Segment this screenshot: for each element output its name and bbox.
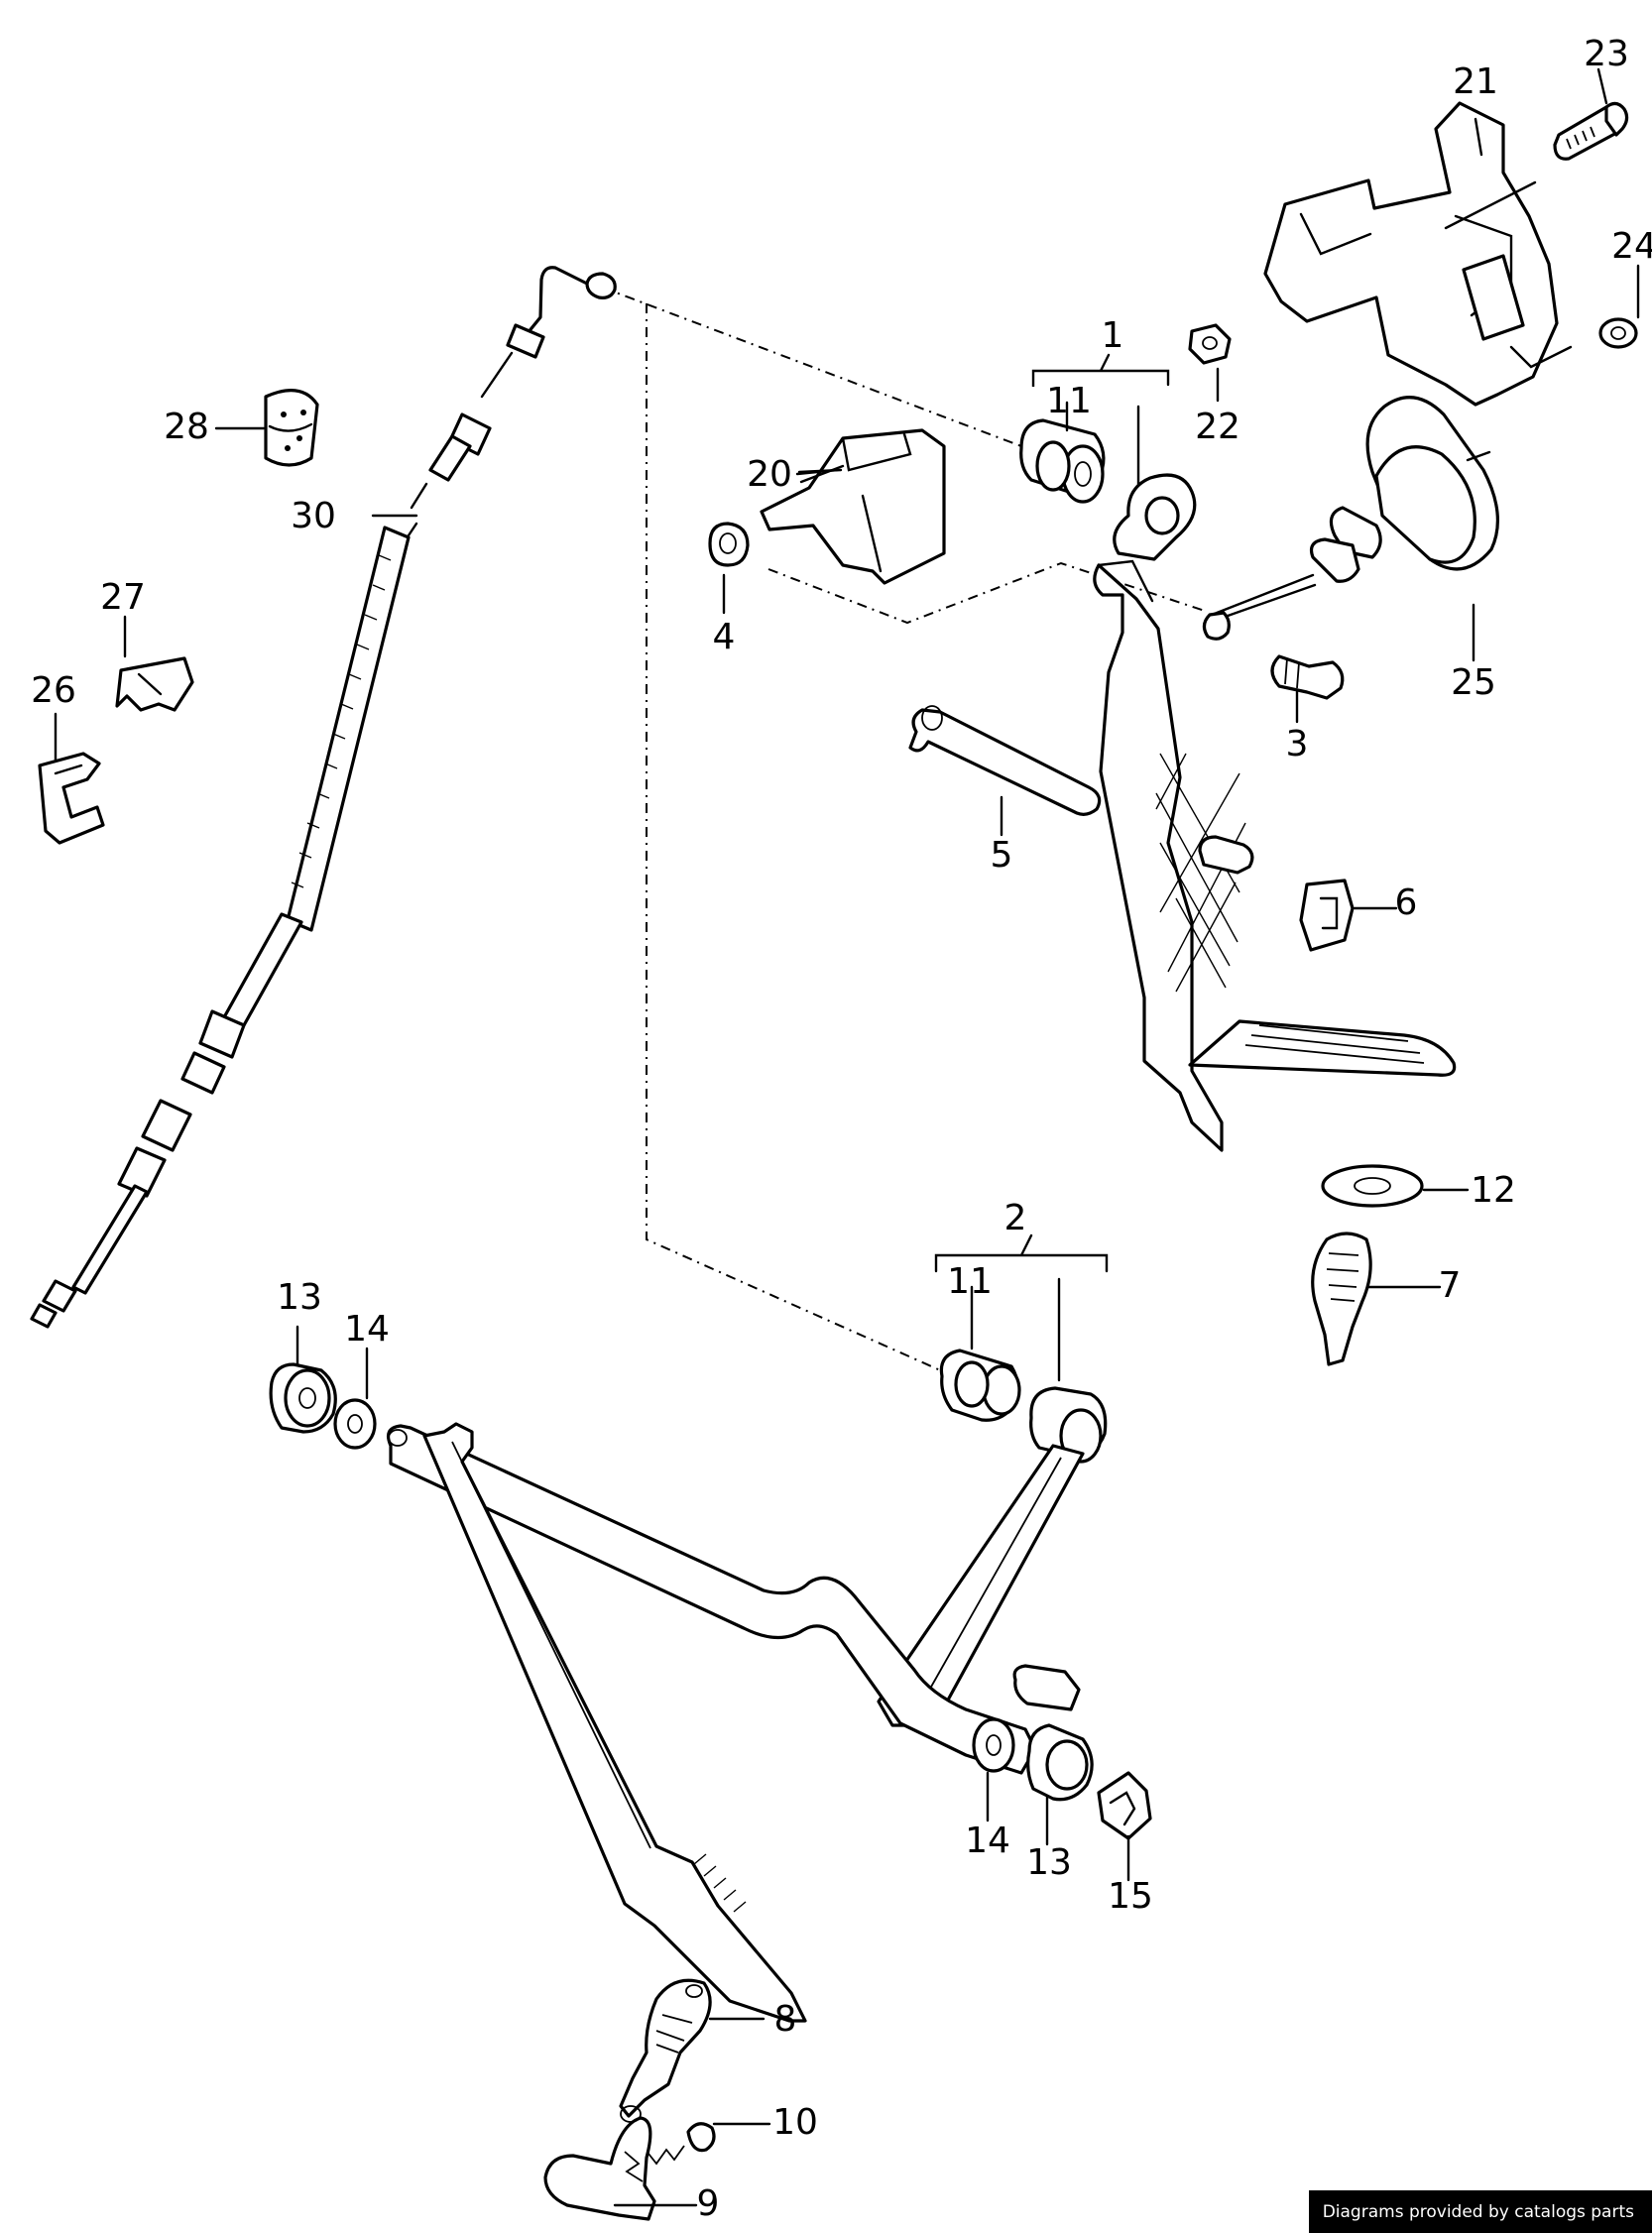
spring-10 xyxy=(630,2122,771,2170)
bolt-3 xyxy=(1270,654,1345,724)
washer-14-left xyxy=(333,1347,377,1450)
bushing-upper xyxy=(1019,418,1106,504)
callout-1: 1 xyxy=(1102,315,1124,356)
callout-5: 5 xyxy=(991,835,1013,876)
callout-8: 8 xyxy=(774,1999,797,2040)
callout-21: 21 xyxy=(1453,61,1498,102)
assembly-lines xyxy=(602,287,1206,1374)
callout-24: 24 xyxy=(1611,226,1652,267)
nut-22 xyxy=(1188,323,1232,403)
callout-28: 28 xyxy=(164,407,209,447)
callout-6: 6 xyxy=(1395,882,1418,923)
callout-27: 27 xyxy=(100,577,146,618)
callout-13-right: 13 xyxy=(1026,1842,1072,1883)
callout-2: 2 xyxy=(1004,1198,1027,1238)
callout-13-left: 13 xyxy=(277,1277,322,1318)
callout-7: 7 xyxy=(1439,1265,1462,1306)
callout-10: 10 xyxy=(772,2102,818,2143)
washer-14-right xyxy=(972,1717,1015,1822)
accelerator-pedal xyxy=(1031,353,1457,1152)
cover xyxy=(760,428,946,585)
callouts: 1 11 20 4 28 30 27 26 21 23 24 22 25 3 5… xyxy=(31,34,1652,2224)
bushing-13-right xyxy=(1026,1723,1094,1846)
callout-15: 15 xyxy=(1108,1876,1153,1917)
callout-14-left: 14 xyxy=(344,1309,390,1350)
callout-3: 3 xyxy=(1286,724,1309,764)
callout-14-right: 14 xyxy=(965,1821,1010,1861)
stop-9 xyxy=(543,2105,698,2221)
washer-12 xyxy=(1321,1164,1470,1208)
callout-4: 4 xyxy=(713,617,736,657)
credit-label: Diagrams provided by catalogs parts xyxy=(1308,2190,1652,2233)
nut-4 xyxy=(708,522,750,615)
pedal-assembly-lower xyxy=(387,1234,1109,2023)
nut-24 xyxy=(1598,264,1640,349)
grommet xyxy=(214,389,319,467)
callout-23: 23 xyxy=(1584,34,1629,74)
callout-11-upper: 11 xyxy=(1046,381,1092,421)
callout-30: 30 xyxy=(291,496,336,536)
bushing-13-left xyxy=(269,1325,337,1434)
buffer-7 xyxy=(1311,1232,1442,1366)
accelerator-cable xyxy=(30,266,617,1329)
clip-26 xyxy=(38,712,105,845)
bracket xyxy=(1263,101,1573,407)
callout-25: 25 xyxy=(1451,662,1496,703)
callout-22: 22 xyxy=(1195,407,1240,447)
pedal-shaft xyxy=(908,705,1102,837)
clip-6 xyxy=(1299,879,1398,952)
callout-26: 26 xyxy=(31,670,76,711)
clip-27 xyxy=(115,615,194,712)
buffer-8 xyxy=(619,1978,766,2118)
vacuum-unit xyxy=(1202,396,1499,662)
leader-lines xyxy=(371,401,1069,518)
callout-20: 20 xyxy=(747,454,792,495)
callout-11-lower: 11 xyxy=(947,1261,993,1302)
callout-9: 9 xyxy=(697,2183,720,2224)
clip-15 xyxy=(1097,1771,1152,1882)
bolt-23 xyxy=(1553,67,1629,161)
callout-12: 12 xyxy=(1471,1170,1516,1211)
